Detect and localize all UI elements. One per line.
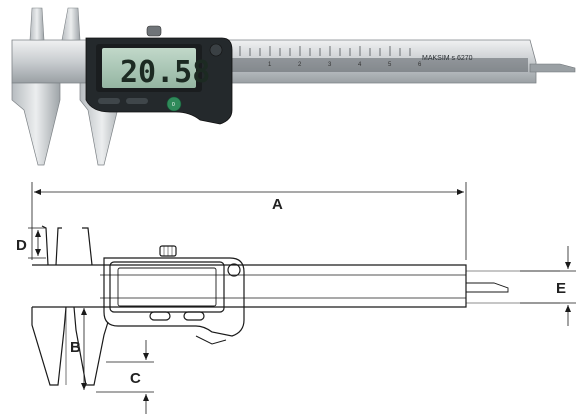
- mode-button[interactable]: [98, 98, 120, 104]
- display-housing: 20.58 0: [85, 25, 233, 125]
- zero-button-label: 0: [172, 102, 175, 108]
- label-a: A: [272, 196, 283, 213]
- drawing-beam: [32, 264, 467, 308]
- scale-number: 5: [388, 62, 392, 68]
- label-e: E: [556, 280, 566, 297]
- dimension-e: [520, 246, 576, 326]
- scale-number: 6: [418, 62, 422, 68]
- depth-rod: [529, 63, 576, 73]
- power-button[interactable]: [209, 43, 223, 57]
- label-d: D: [16, 237, 27, 254]
- dimension-d: [28, 227, 46, 259]
- drawing-housing: [103, 245, 245, 345]
- caliper-photo: 1 2 3 4 5 6 MAKSIM s 6270: [11, 7, 576, 166]
- dimension-c: [96, 340, 154, 414]
- technical-drawing: [28, 182, 576, 414]
- drawing-depth-rod: [466, 270, 560, 304]
- drawing-sliding-jaw: [65, 227, 109, 386]
- zero-button[interactable]: [166, 96, 182, 112]
- drawing-fixed-jaw: [31, 225, 67, 386]
- scale-number: 4: [358, 62, 362, 68]
- label-b: B: [70, 339, 81, 356]
- unit-button[interactable]: [126, 98, 148, 104]
- lcd-reading: 20.58: [120, 55, 210, 90]
- dimension-a: [31, 182, 467, 260]
- brand-text: MAKSIM s 6270: [422, 55, 473, 62]
- scale-number: 1: [268, 62, 272, 68]
- thumb-wheel[interactable]: [146, 25, 162, 37]
- label-c: C: [130, 370, 141, 387]
- scale-number: 2: [298, 62, 302, 68]
- scale-number: 3: [328, 62, 332, 68]
- lcd-screen: [102, 48, 196, 88]
- fixed-jaw: [11, 7, 61, 166]
- scale-numbers: 1 2 3 4 5 6: [268, 62, 422, 68]
- scale-ticks: [239, 46, 411, 56]
